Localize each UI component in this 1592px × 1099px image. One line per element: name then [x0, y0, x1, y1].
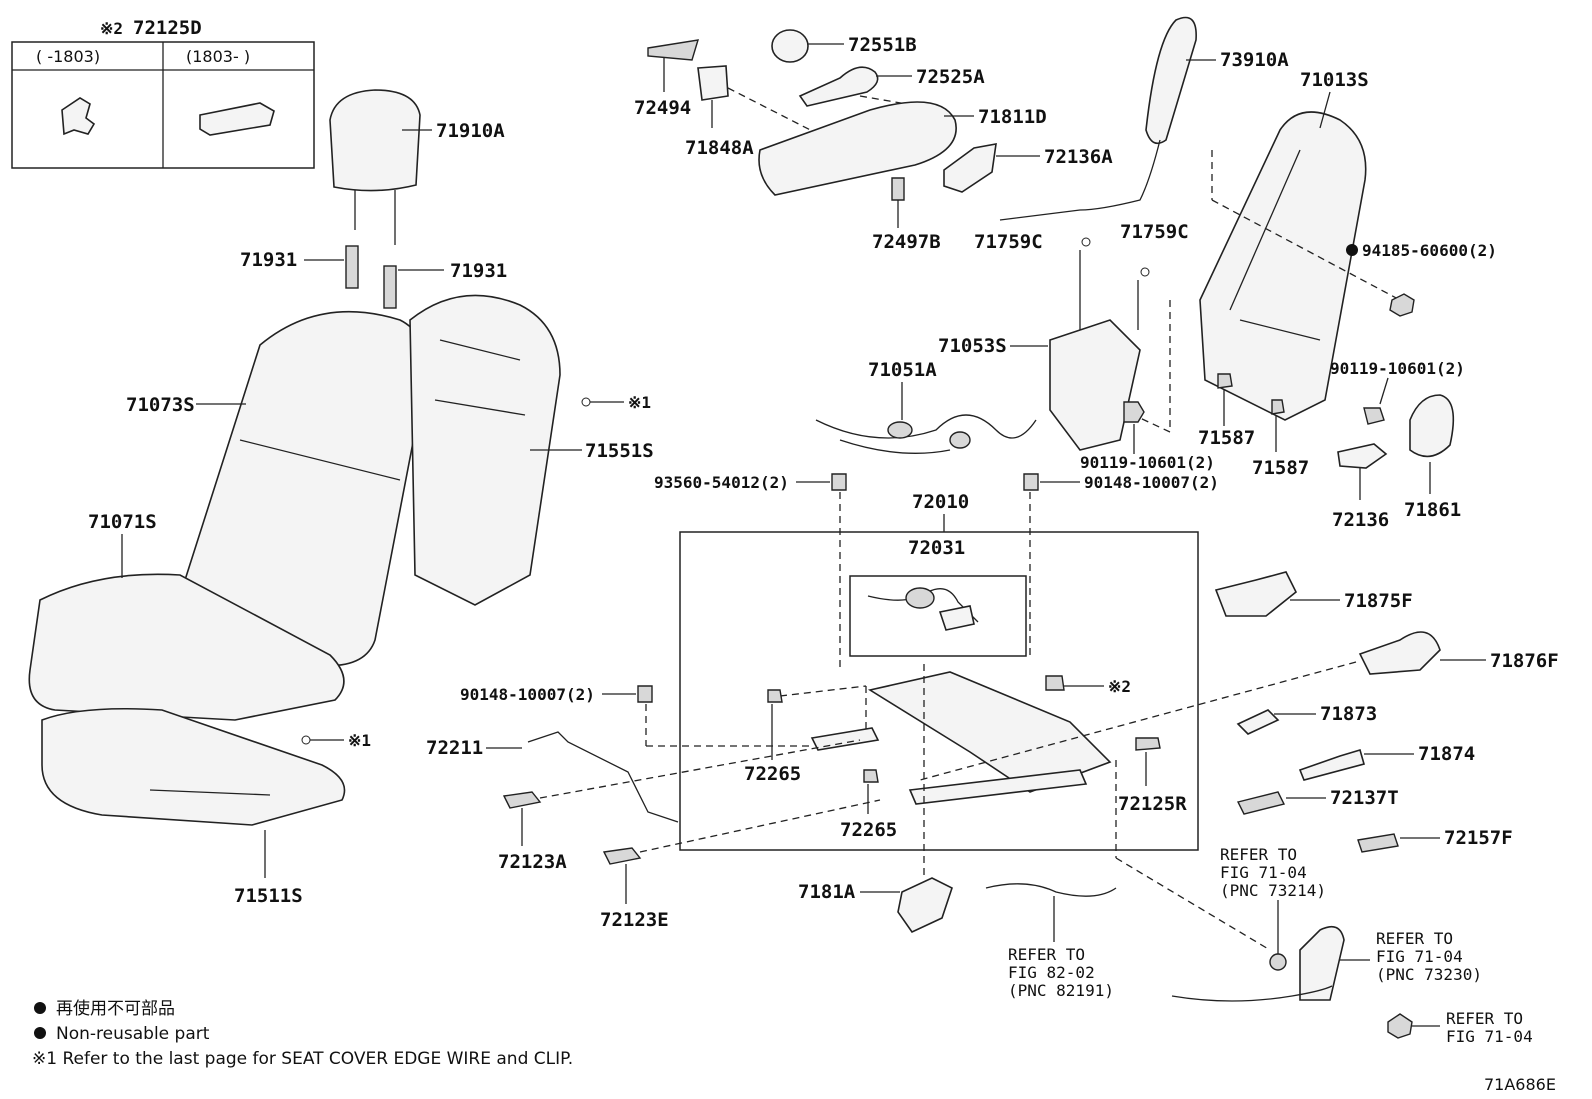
part-label-71551s: 71551S: [585, 440, 654, 462]
ref-73230-line3: (PNC 73230): [1376, 965, 1482, 984]
part-label-72157f: 72157F: [1444, 827, 1513, 849]
legend-box-72125d: ※2 72125D ( -1803) (1803- ): [11, 17, 315, 169]
part-label-72136a: 72136A: [1044, 146, 1113, 168]
part-label-72125d: 72125D: [133, 17, 202, 39]
part-label-71073s: 71073S: [126, 394, 195, 416]
seat-track-assembly: 72031 72265 72265 72125R ※2: [679, 531, 1271, 951]
side-airbag: 73910A: [999, 16, 1289, 221]
part-label-72031: 72031: [908, 537, 965, 559]
part-label-71587-left: 71587: [1198, 427, 1255, 449]
ref-82-02-line2: FIG 82-02: [1008, 963, 1095, 982]
note-mark: ※2: [100, 19, 123, 38]
track-covers-right: 71875F 71876F 71873 71874 72137T 72157F: [919, 571, 1559, 853]
part-label-71931-left: 71931: [240, 249, 297, 271]
headrest: 71910A: [329, 89, 505, 245]
part-label-71874: 71874: [1418, 743, 1475, 765]
part-label-72551b: 72551B: [848, 34, 917, 56]
ref-82-02-line3: (PNC 82191): [1008, 981, 1114, 1000]
legend-col-left: ( -1803): [36, 47, 100, 66]
note-2-mark: ※2: [1108, 677, 1131, 696]
part-label-71875f: 71875F: [1344, 590, 1413, 612]
part-label-72010: 72010: [912, 491, 969, 513]
part-label-72265-upper: 72265: [744, 763, 801, 785]
footnote-japanese: 再使用不可部品: [56, 998, 175, 1019]
part-label-71759c-right: 71759C: [1120, 221, 1189, 243]
part-label-71811d: 71811D: [978, 106, 1047, 128]
part-label-72497b: 72497B: [872, 231, 941, 253]
part-label-71873: 71873: [1320, 703, 1377, 725]
seatback-pad: 71551S ※1: [409, 294, 654, 606]
track-left-parts: 90148-10007(2) 72211 72123A 72123E: [426, 685, 881, 931]
part-label-71848a: 71848A: [685, 137, 754, 159]
seat-harness: 71051A: [815, 359, 1037, 454]
ref-73230-line1: REFER TO: [1376, 929, 1453, 948]
part-label-71931-right: 71931: [450, 260, 507, 282]
footer-notes: 再使用不可部品 Non-reusable part ※1 Refer to th…: [32, 998, 1556, 1094]
bottom-assemblies: 7181A REFER TO FIG 82-02 (PNC 82191) REF…: [798, 845, 1533, 1046]
part-label-71910a: 71910A: [436, 120, 505, 142]
part-label-73910a: 73910A: [1220, 49, 1289, 71]
ref-71-04-line2: FIG 71-04: [1446, 1027, 1533, 1046]
part-label-72123e: 72123E: [600, 909, 669, 931]
part-label-72265-lower: 72265: [840, 819, 897, 841]
legend-col-right: (1803- ): [186, 47, 250, 66]
ref-73214-line3: (PNC 73214): [1220, 881, 1326, 900]
seatback-frame: 71013S 94185-60600(2): [1199, 69, 1497, 421]
non-reusable-mark: [1346, 244, 1358, 256]
seat-cushion-cover: 71071S: [28, 511, 345, 721]
note-1-top: ※1: [628, 393, 651, 412]
ref-73214-line2: FIG 71-04: [1220, 863, 1307, 882]
part-label-71876f: 71876F: [1490, 650, 1559, 672]
part-label-93560: 93560-54012(2): [654, 473, 789, 492]
part-label-72123a: 72123A: [498, 851, 567, 873]
ref-82-02-line1: REFER TO: [1008, 945, 1085, 964]
part-label-72125r: 72125R: [1118, 793, 1187, 815]
part-label-71759c-left: 71759C: [974, 231, 1043, 253]
part-label-90148-top: 90148-10007(2): [1084, 473, 1219, 492]
lumbar-support: 71759C 71759C 71053S 90119-10601(2): [938, 221, 1215, 472]
part-label-90119-right: 90119-10601(2): [1330, 359, 1465, 378]
frame-hardware: 71587 71587 90119-10601(2) 72136 71861: [1198, 359, 1465, 531]
headrest-guides: 71931 71931: [240, 245, 507, 309]
diagram-code: 71A686E: [1484, 1075, 1556, 1094]
ref-73230-line2: FIG 71-04: [1376, 947, 1463, 966]
part-label-94185: 94185-60600(2): [1362, 241, 1497, 260]
part-label-71861: 71861: [1404, 499, 1461, 521]
bolts-row: 93560-54012(2) 72010 90148-10007(2): [654, 473, 1219, 670]
note-1-bottom: ※1: [348, 731, 371, 750]
part-label-72211: 72211: [426, 737, 483, 759]
part-label-71013s: 71013S: [1300, 69, 1369, 91]
part-label-72137t: 72137T: [1330, 787, 1399, 809]
footnote-non-reusable: Non-reusable part: [56, 1024, 210, 1044]
part-label-72494: 72494: [634, 97, 691, 119]
trim-parts-upper: 72494 71848A 72551B 72525A 71811D 72497B…: [634, 29, 1113, 253]
part-label-7181a: 7181A: [798, 881, 856, 903]
part-label-71511s: 71511S: [234, 885, 303, 907]
footnote-edge-wire: ※1 Refer to the last page for SEAT COVER…: [32, 1049, 573, 1069]
part-label-71051a: 71051A: [868, 359, 937, 381]
part-label-90148-left: 90148-10007(2): [460, 685, 595, 704]
ref-73214-line1: REFER TO: [1220, 845, 1297, 864]
part-label-71071s: 71071S: [88, 511, 157, 533]
seat-cushion-pad: 71511S ※1: [41, 707, 371, 907]
part-label-71587-right: 71587: [1252, 457, 1309, 479]
part-label-90119-center: 90119-10601(2): [1080, 453, 1215, 472]
part-label-72136: 72136: [1332, 509, 1389, 531]
part-label-72525a: 72525A: [916, 66, 985, 88]
part-label-71053s: 71053S: [938, 335, 1007, 357]
ref-71-04-line1: REFER TO: [1446, 1009, 1523, 1028]
